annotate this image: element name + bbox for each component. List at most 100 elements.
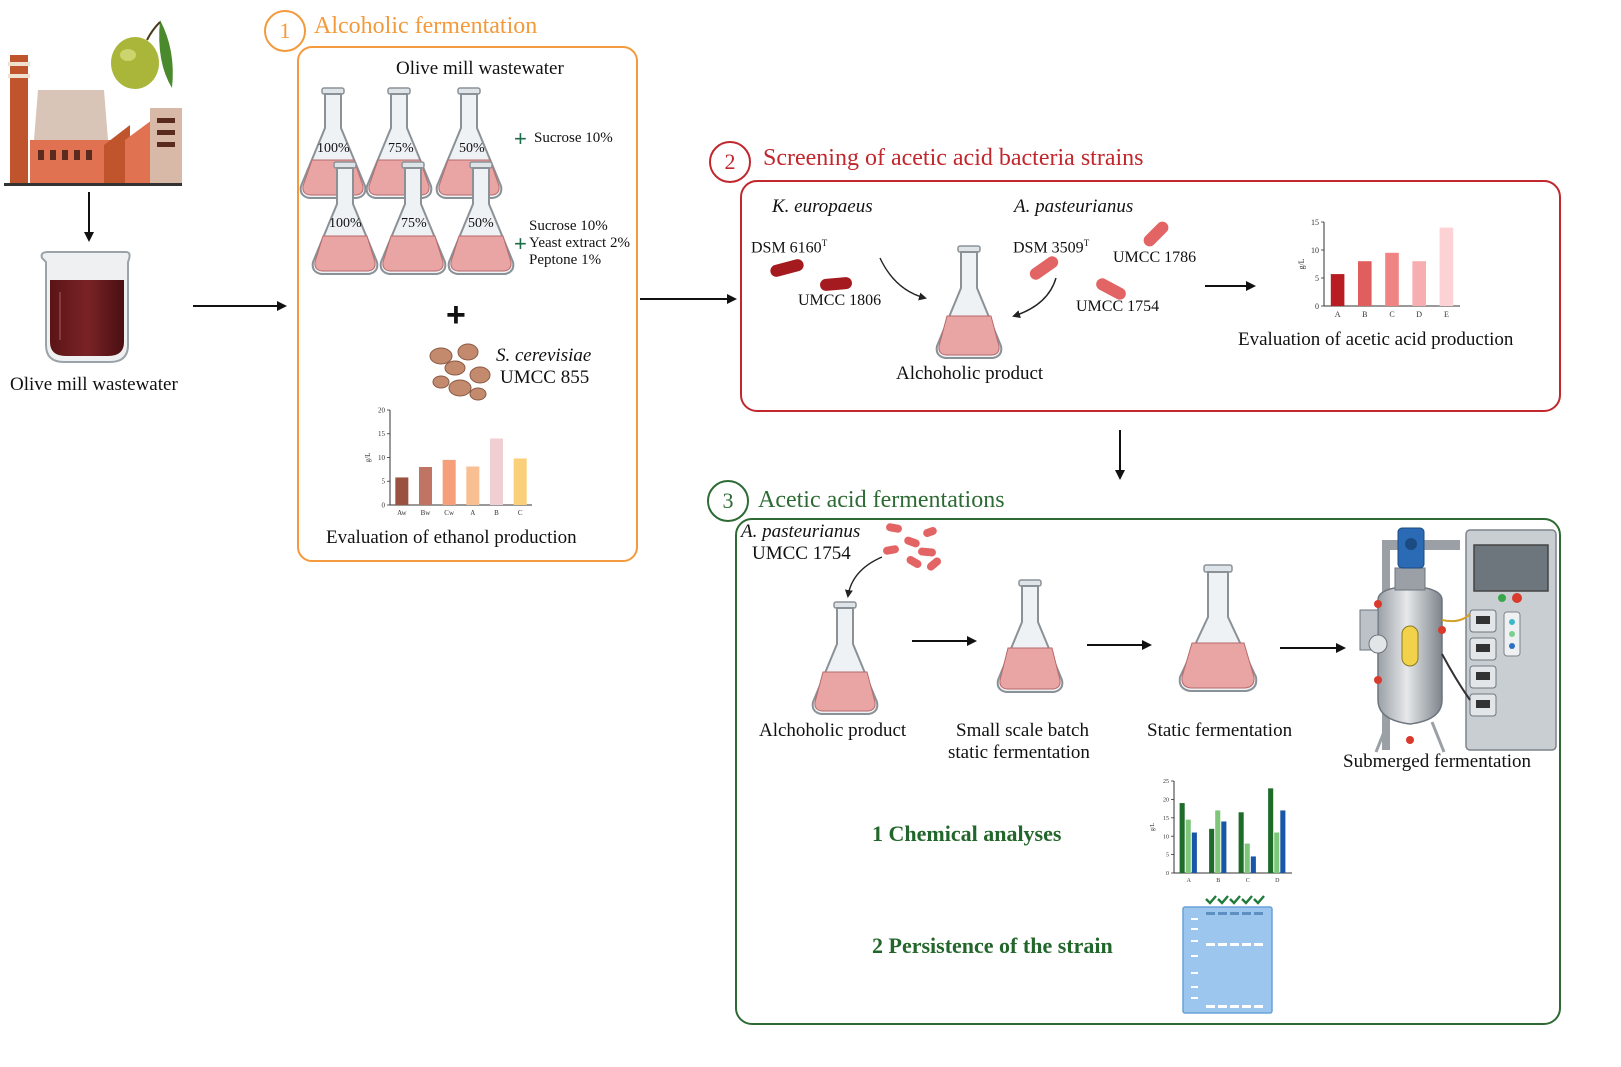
y-tick-label: 20	[1163, 798, 1169, 804]
row1-supplement: Sucrose 10%	[534, 130, 613, 146]
left-wastewater-label: Olive mill wastewater	[10, 374, 178, 395]
chart-bar	[395, 477, 409, 505]
chart-bar	[513, 458, 527, 505]
x-tick-label: B	[494, 509, 499, 517]
check-marks-icon	[1205, 895, 1265, 905]
section3-species: A. pasteurianus	[741, 521, 861, 542]
flask-row1-label-2: 75%	[388, 141, 414, 156]
step4-label: Submerged fermentation	[1343, 751, 1532, 772]
chart-bar	[1221, 821, 1227, 873]
chart-bar	[466, 466, 480, 505]
yeast-strain: UMCC 855	[500, 367, 590, 388]
chart-bar	[1330, 274, 1345, 306]
flask-row1-label-1: 100%	[317, 141, 350, 156]
row2-plus-icon: +	[514, 231, 527, 256]
batch-flask-s3	[996, 579, 1064, 693]
species-k-europaeus: K. europaeus	[772, 196, 873, 217]
type-strain-superscript: T	[821, 238, 828, 248]
chart-bar	[489, 438, 504, 505]
x-tick-label: D	[1416, 310, 1422, 319]
section3-strain: UMCC 1754	[752, 543, 851, 564]
x-tick-label: E	[1444, 310, 1449, 319]
x-tick-label: C	[518, 509, 523, 517]
strain-umcc1754: UMCC 1754	[1076, 298, 1160, 315]
row1-plus-icon: +	[514, 126, 527, 151]
y-tick-label: 5	[1315, 274, 1319, 283]
section2-number-badge: 2	[709, 141, 751, 183]
chart-bar	[1358, 261, 1372, 306]
electrophoresis-gel-icon	[1182, 895, 1273, 1014]
y-tick-label: 10	[1311, 246, 1319, 255]
y-tick-label: 20	[378, 406, 386, 414]
y-tick-label: 0	[382, 501, 386, 509]
strain-umcc1786: UMCC 1786	[1113, 249, 1197, 266]
yeast-cells-icon	[429, 343, 491, 401]
flask-row2-label-3: 50%	[468, 216, 494, 231]
chart-bar	[418, 467, 433, 505]
wastewater-beaker-icon	[40, 251, 131, 363]
bioreactor-icon	[1359, 527, 1557, 753]
chart-bar	[1385, 252, 1399, 306]
y-axis-label: g/L	[1150, 823, 1156, 832]
olive-icon	[111, 20, 173, 89]
section1-box-title: Olive mill wastewater	[396, 58, 564, 79]
y-tick-label: 15	[378, 430, 386, 438]
factory-icon	[4, 55, 182, 186]
section1-number-badge: 1	[264, 10, 306, 52]
type-strain-superscript: T	[1083, 238, 1090, 248]
chart-bar	[1238, 812, 1244, 873]
y-tick-label: 5	[1166, 853, 1169, 859]
section3-number-badge: 3	[707, 480, 749, 522]
bacteria-rods-section2	[770, 221, 1169, 300]
y-tick-label: 0	[1166, 871, 1169, 877]
flask-row2-label-1: 100%	[329, 216, 362, 231]
flask-row2-label-2: 75%	[401, 216, 427, 231]
y-tick-label: 25	[1163, 779, 1169, 785]
big-plus-icon: +	[446, 296, 466, 334]
x-tick-label: C	[1389, 310, 1394, 319]
strain-umcc1806: UMCC 1806	[798, 292, 882, 309]
acetic-chart-caption: Evaluation of acetic acid production	[1238, 329, 1514, 350]
x-tick-label: B	[1362, 310, 1367, 319]
static-flask-s3	[1178, 564, 1258, 692]
row2-supplement-3: Peptone 1%	[529, 252, 602, 268]
chart-bar	[1215, 810, 1221, 873]
x-tick-label: Cw	[444, 509, 455, 517]
chart-bar	[1280, 810, 1286, 873]
alcoholic-product-flask-s2	[935, 245, 1003, 359]
chart-bar	[1244, 843, 1250, 873]
x-tick-label: Aw	[397, 509, 407, 517]
chart-bar	[442, 459, 456, 505]
section1-title: Alcoholic fermentation	[314, 13, 538, 39]
x-tick-label: D	[1275, 878, 1280, 883]
row2-supplement-2: Yeast extract 2%	[529, 235, 630, 251]
chart-bar	[1274, 832, 1280, 873]
chart-bar	[1209, 828, 1215, 873]
x-tick-label: Bw	[421, 509, 432, 517]
y-axis-label: g/L	[364, 453, 372, 463]
step2-label-line2: static fermentation	[948, 742, 1090, 763]
analysis2-label: 2 Persistence of the strain	[872, 933, 1113, 958]
y-tick-label: 0	[1315, 302, 1319, 311]
strain-dsm6160: DSM 6160T	[751, 238, 828, 257]
x-tick-label: A	[470, 509, 475, 517]
x-tick-label: A	[1335, 310, 1341, 319]
x-tick-label: A	[1187, 878, 1192, 883]
y-tick-label: 10	[378, 454, 386, 462]
yeast-name: S. cerevisiae	[496, 345, 592, 366]
alcoholic-product-flask-s3	[811, 601, 879, 715]
y-tick-label: 10	[1163, 834, 1169, 840]
strain-dsm3509: DSM 3509T	[1013, 238, 1090, 257]
analysis1-label: 1 Chemical analyses	[872, 821, 1062, 846]
flask-row-2	[311, 161, 515, 275]
step3-label: Static fermentation	[1147, 720, 1293, 741]
step1-label: Alchoholic product	[759, 720, 907, 741]
chart-bar	[1250, 856, 1256, 873]
y-tick-label: 15	[1163, 816, 1169, 822]
section2-title: Screening of acetic acid bacteria strain…	[763, 145, 1144, 171]
row2-supplement-1: Sucrose 10%	[529, 218, 608, 234]
